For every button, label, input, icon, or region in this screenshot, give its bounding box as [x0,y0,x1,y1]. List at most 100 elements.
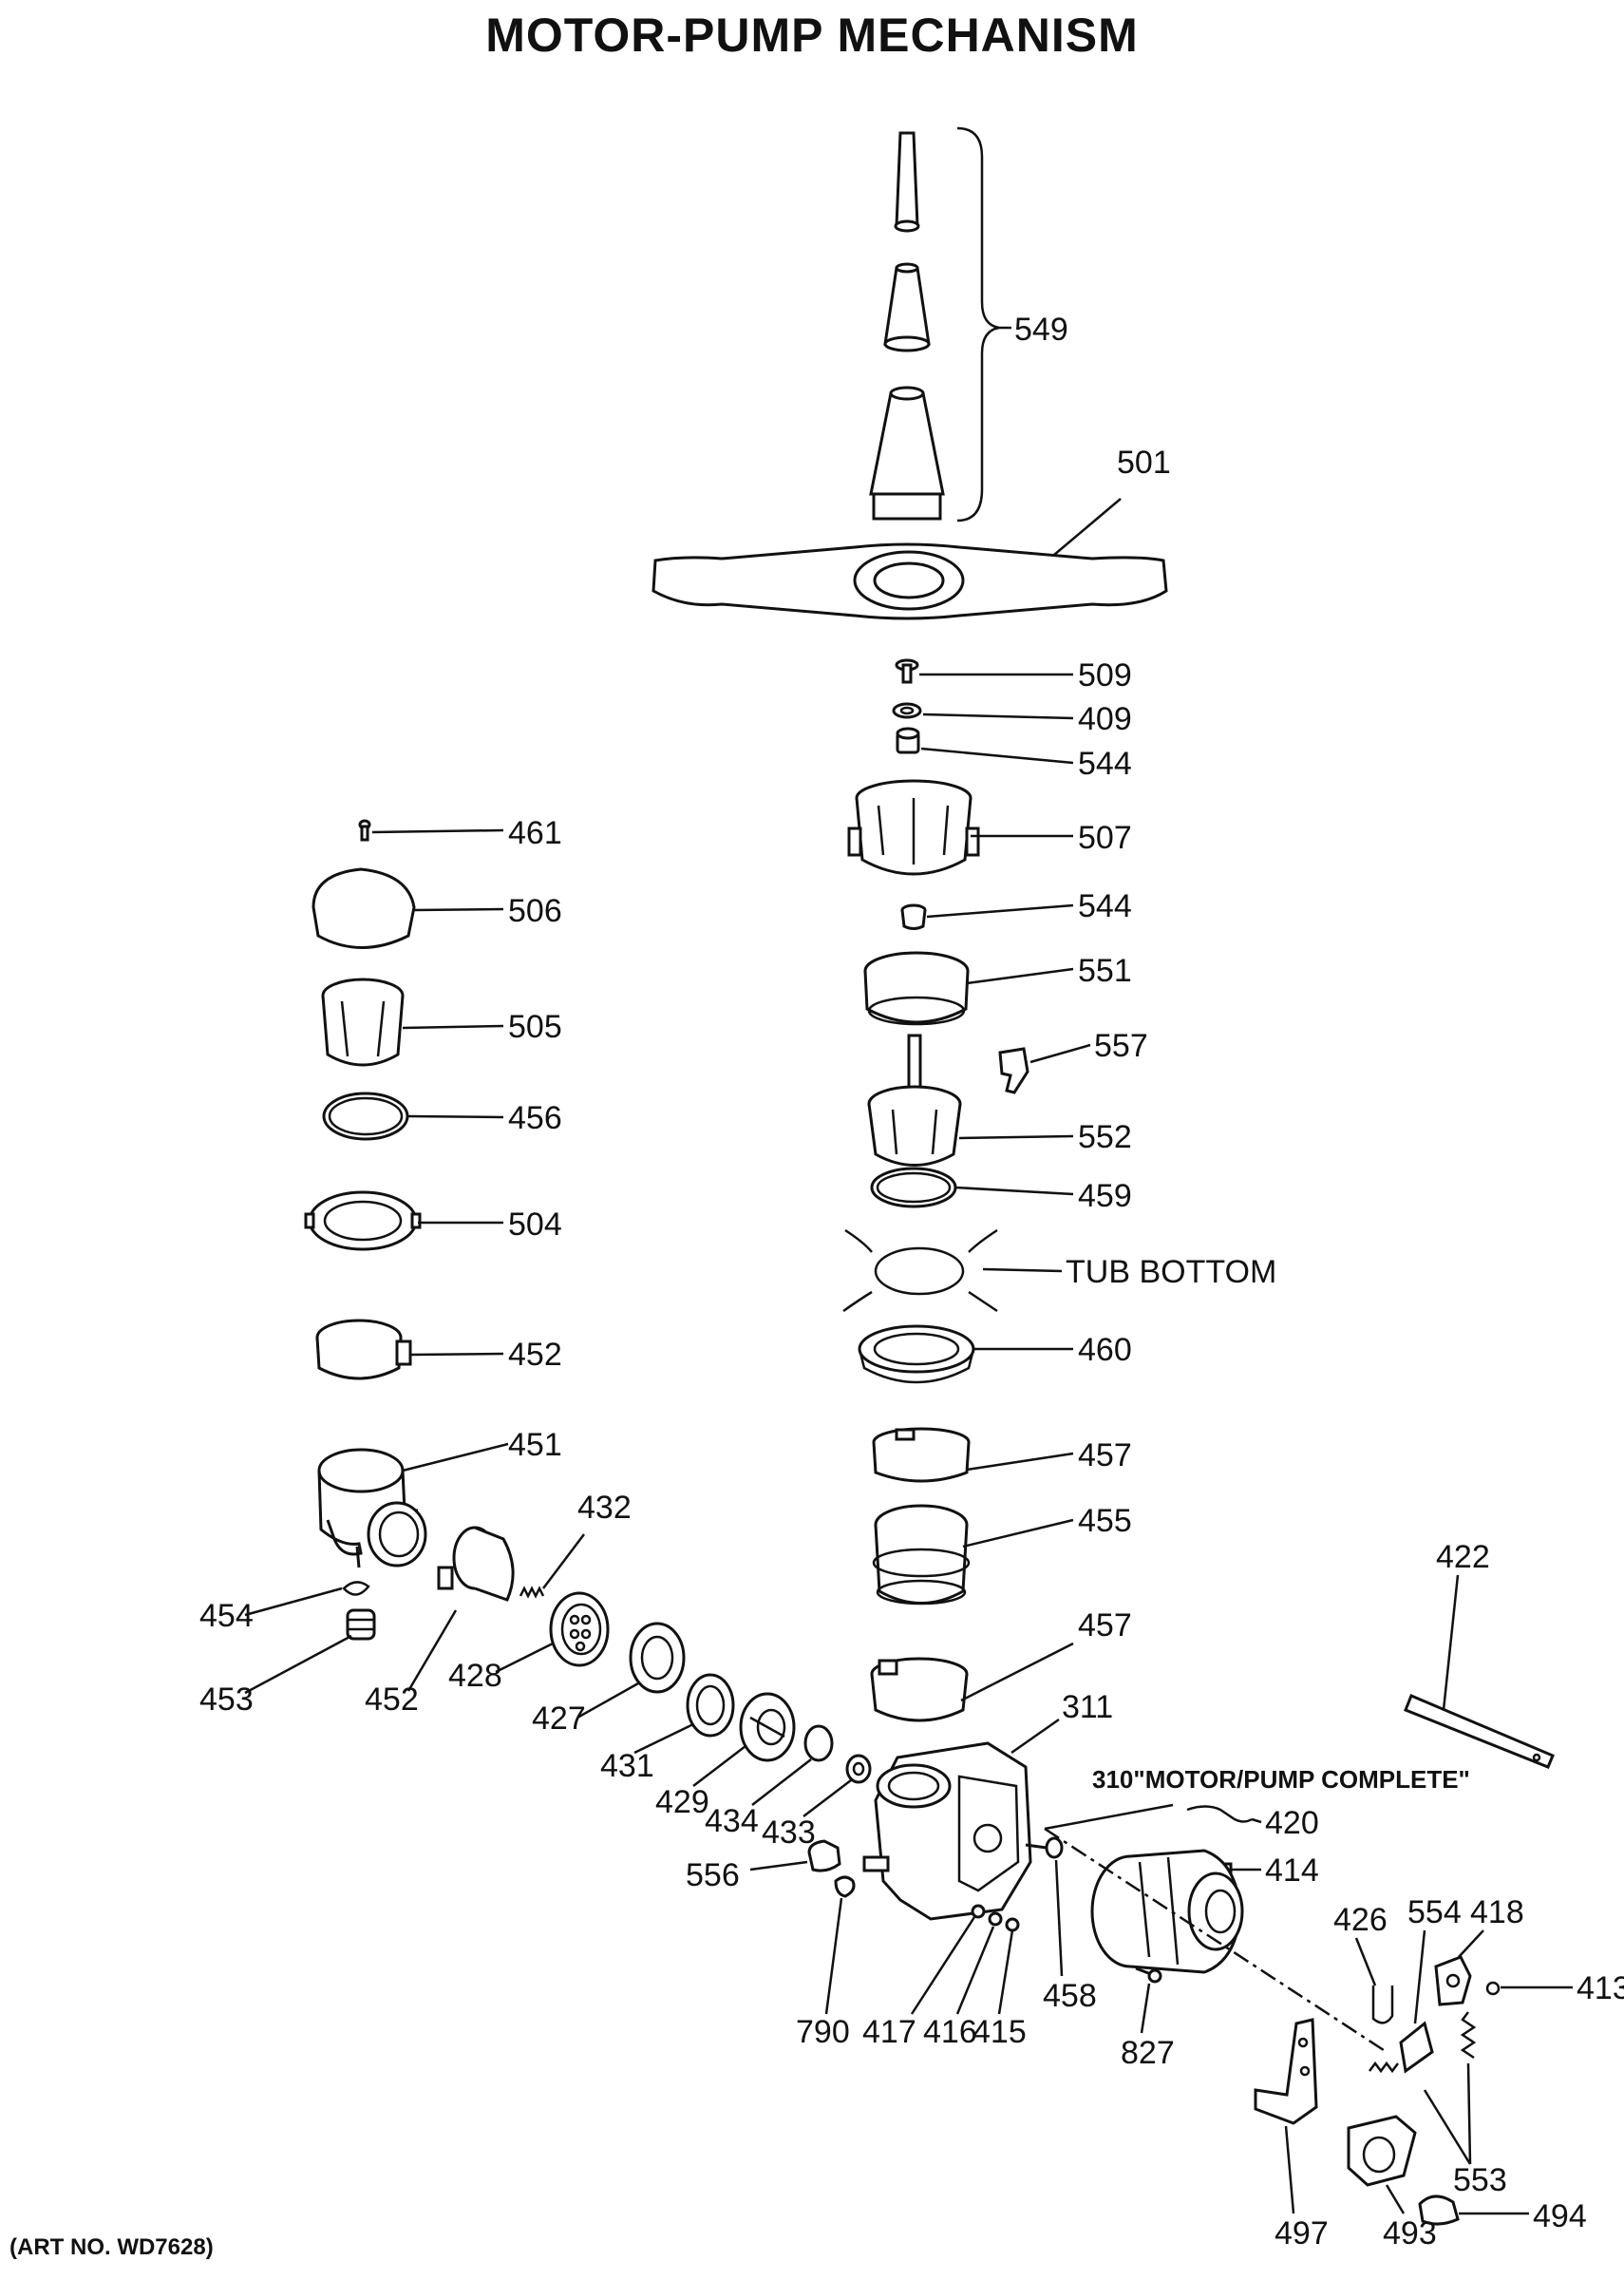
sump-housing [317,1442,509,1568]
pump-bearing [751,1724,834,1806]
callout-418: 418 [1470,1894,1524,1930]
screw [895,658,1073,684]
callout-460: 460 [1078,1332,1132,1368]
callout-431: 431 [600,1748,654,1784]
cover-screw [358,819,504,842]
motor-mount [1347,2115,1417,2214]
callout-494: 494 [1533,2198,1587,2234]
hose-clamp-lower [870,1642,1074,1722]
callout-790: 790 [796,2014,850,2050]
callout-417: 417 [862,2014,916,2050]
spring [519,1533,585,1599]
part-callouts: 549 501 509 409 544 507 544 551 557 552 … [199,312,1624,2252]
connector-hose [872,1504,1074,1606]
tub-gasket [858,1324,1073,1384]
callout-457-lower: 457 [1078,1607,1132,1644]
callout-493: 493 [1383,2215,1437,2252]
callout-544-lower: 544 [1078,888,1132,924]
sump-plug [244,1608,376,1695]
callout-552: 552 [1078,1119,1132,1155]
art-number: (ART NO. WD7628) [9,2234,214,2260]
callout-827: 827 [1121,2035,1175,2071]
bearing-upper [896,727,1074,765]
retainer-ring [304,1190,503,1251]
callout-414: 414 [1265,1852,1319,1889]
strainer-cover [312,867,504,949]
spray-arm-support [847,779,1073,876]
switch-bracket [1369,1929,1434,2074]
callout-409: 409 [1078,701,1132,737]
spring-clip [244,1581,370,1617]
callout-452-lower: 452 [365,1682,419,1718]
motor-bracket [1254,2018,1318,2214]
callout-549: 549 [1014,312,1068,348]
callout-455: 455 [1078,1503,1132,1539]
bearing-lower [900,903,1074,930]
callout-556: 556 [686,1857,740,1893]
impeller [692,1692,796,1787]
tub-bottom [842,1228,1063,1313]
motor-pump-complete-label: 310"MOTOR/PUMP COMPLETE" [1092,1765,1470,1794]
o-ring [322,1092,504,1141]
callout-454: 454 [199,1598,254,1634]
callout-451: 451 [508,1427,562,1463]
spray-arm [651,498,1168,620]
callout-456: 456 [508,1100,562,1136]
callout-544-upper: 544 [1078,746,1132,782]
callout-413: 413 [1577,1970,1624,2006]
spray-tube-assembly [869,126,1011,522]
callout-457-upper: 457 [1078,1437,1132,1473]
clip [998,1043,1091,1094]
tub-bottom-label: TUB BOTTOM [1066,1254,1276,1290]
filter-disc [495,1591,610,1674]
motor-screw [1135,1966,1162,2034]
impeller-seal [633,1673,735,1755]
callout-458: 458 [1043,1978,1097,2014]
pump-housing [862,1718,1060,1921]
callout-433: 433 [762,1814,816,1851]
hose-clamp-left [315,1319,504,1380]
callout-420: 420 [1265,1805,1319,1841]
callout-557: 557 [1094,1028,1148,1064]
callout-453: 453 [199,1682,254,1718]
callout-422: 422 [1436,1539,1490,1575]
pump-seal [803,1754,872,1817]
callout-311: 311 [1062,1689,1113,1725]
ring-nut [863,951,1074,1026]
cam [1434,1929,1484,2006]
callout-506: 506 [508,893,562,929]
callout-416: 416 [923,2014,977,2050]
callout-427: 427 [532,1700,586,1737]
hose-clamp-upper [872,1427,1074,1483]
callout-452-upper: 452 [508,1337,562,1373]
callout-415: 415 [973,2014,1027,2050]
callout-554: 554 [1407,1894,1462,1930]
seal-ring [576,1622,686,1720]
drain-plug [749,1839,856,2015]
strap [1404,1574,1555,1769]
cam-clip [1485,1981,1573,1996]
callout-553: 553 [1453,2162,1507,2198]
callout-501: 501 [1117,445,1171,481]
callout-461: 461 [508,815,562,851]
callout-504: 504 [508,1206,562,1243]
grommet [1418,2194,1529,2226]
callout-509: 509 [1078,657,1132,694]
callout-459: 459 [1078,1178,1132,1214]
strainer [321,978,504,1067]
callout-429: 429 [655,1784,709,1820]
pump-fasteners [910,1836,1064,2015]
callout-551: 551 [1078,953,1132,989]
page-title: MOTOR-PUMP MECHANISM [485,9,1139,62]
callout-426: 426 [1333,1902,1388,1938]
probe [1354,1937,1394,2024]
cam-spring [1423,2011,1477,2165]
callout-428: 428 [448,1658,502,1694]
callout-507: 507 [1078,820,1132,856]
washer [892,702,1074,720]
callout-505: 505 [508,1009,562,1045]
callout-434: 434 [705,1803,759,1839]
callout-432: 432 [577,1490,632,1526]
gasket [870,1167,1074,1208]
